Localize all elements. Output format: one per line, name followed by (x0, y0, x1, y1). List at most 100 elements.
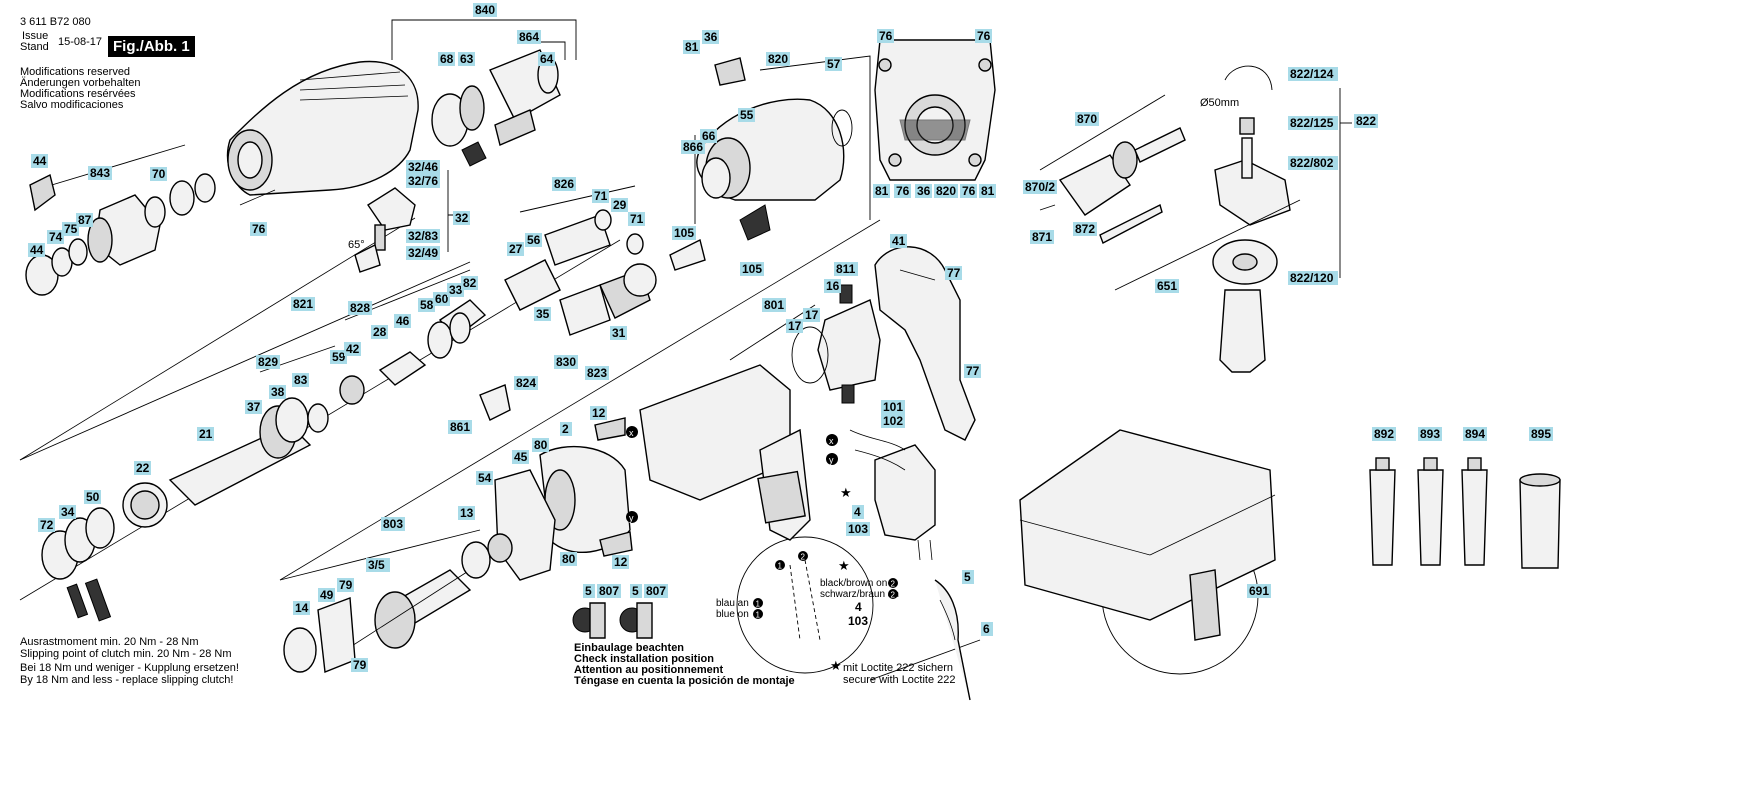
torque-line: By 18 Nm and less - replace slipping clu… (20, 674, 234, 686)
wiring-black-brown: black/brown on (820, 578, 887, 589)
svg-text:76: 76 (896, 184, 910, 198)
part-label: 105 (672, 226, 696, 240)
part-label: 31 (610, 326, 627, 340)
svg-text:41: 41 (892, 234, 906, 248)
part-label: 105 (740, 262, 764, 276)
svg-text:70: 70 (152, 167, 166, 181)
svg-text:861: 861 (450, 420, 470, 434)
svg-text:77: 77 (947, 266, 961, 280)
part-label: 691 (1247, 584, 1271, 598)
wiring-circle-2: 2 (798, 551, 808, 562)
svg-text:37: 37 (247, 400, 261, 414)
part-label: 16 (824, 279, 841, 293)
svg-text:54: 54 (478, 471, 492, 485)
svg-text:21: 21 (199, 427, 213, 441)
svg-text:32/83: 32/83 (408, 229, 438, 243)
svg-text:28: 28 (373, 325, 387, 339)
part-label: 861 (448, 420, 472, 434)
svg-text:64: 64 (540, 52, 554, 66)
torque-line: Ausrastmoment min. 20 Nm - 28 Nm (20, 636, 199, 648)
svg-text:35: 35 (536, 307, 550, 321)
part-label: 45 (512, 450, 529, 464)
part-label: 14 (293, 601, 310, 615)
svg-text:55: 55 (740, 108, 754, 122)
part-label: 83 (292, 373, 309, 387)
part-label: 22 (134, 461, 151, 475)
installation-line: Attention au positionnement (574, 664, 724, 676)
modification-line: Modifications resérvées (20, 88, 136, 100)
svg-text:63: 63 (460, 52, 474, 66)
part-label: 46 (394, 314, 411, 328)
gear-selector (239, 187, 416, 273)
part-label: 807 (644, 584, 668, 598)
part-label: 870/2 (1023, 180, 1057, 194)
wiring-blue: blue on (716, 609, 749, 620)
part-label: 822/802 (1288, 156, 1338, 170)
svg-text:5: 5 (632, 584, 639, 598)
marker-x: x (626, 426, 638, 438)
svg-text:2: 2 (801, 553, 806, 562)
part-label: 32/46 (406, 160, 440, 174)
svg-text:22: 22 (136, 461, 150, 475)
motor-housing (639, 364, 811, 541)
part-label: 102 (881, 414, 905, 428)
part-label: 63 (458, 52, 475, 66)
torque-line: Slipping point of clutch min. 20 Nm - 28… (20, 648, 232, 660)
marker-y: y (626, 511, 638, 523)
svg-text:44: 44 (33, 154, 47, 168)
impact-mechanism (431, 49, 561, 167)
svg-text:75: 75 (64, 222, 78, 236)
svg-text:46: 46 (396, 314, 410, 328)
part-label: 68 (438, 52, 455, 66)
part-label: 49 (318, 588, 335, 602)
installation-line: Téngase en cuenta la posición de montaje (574, 675, 795, 687)
part-label: 830 (554, 355, 578, 369)
issue-label: Issue (22, 30, 49, 42)
part-label: 37 (245, 400, 262, 414)
loctite-line: mit Loctite 222 sichern (843, 662, 954, 674)
svg-text:822: 822 (1356, 114, 1376, 128)
part-label: 894 (1463, 427, 1487, 441)
svg-text:2: 2 (891, 591, 896, 600)
part-label: 44 (28, 243, 45, 257)
svg-text:82: 82 (463, 276, 477, 290)
part-label: 74 (47, 230, 64, 244)
part-label: 50 (84, 490, 101, 504)
part-label: 12 (612, 555, 629, 569)
cable (917, 539, 971, 701)
part-label: 76 (960, 184, 977, 198)
svg-text:32/46: 32/46 (408, 160, 438, 174)
part-label: 80 (532, 438, 549, 452)
armature (283, 533, 513, 673)
part-label: 41 (890, 234, 907, 248)
svg-text:44: 44 (30, 243, 44, 257)
svg-text:2: 2 (891, 580, 896, 589)
part-label: 843 (88, 166, 112, 180)
svg-text:29: 29 (613, 198, 627, 212)
svg-text:871: 871 (1032, 230, 1052, 244)
svg-text:34: 34 (61, 505, 75, 519)
svg-text:1: 1 (756, 611, 761, 620)
part-label: 820 (766, 52, 790, 66)
svg-text:76: 76 (879, 29, 893, 43)
star-marker: ★ (838, 559, 850, 574)
loctite-line: secure with Loctite 222 (843, 674, 956, 686)
hammer-housing (226, 60, 419, 196)
part-label: 79 (351, 658, 368, 672)
svg-text:y: y (629, 513, 634, 523)
part-label: 2 (560, 422, 572, 436)
svg-text:101: 101 (883, 400, 903, 414)
part-label: 55 (738, 108, 755, 122)
svg-text:824: 824 (516, 376, 536, 390)
part-label: 57 (825, 57, 842, 71)
drill-chuck (1039, 127, 1186, 244)
svg-text:651: 651 (1157, 279, 1177, 293)
svg-text:71: 71 (630, 212, 644, 226)
svg-text:12: 12 (592, 406, 606, 420)
svg-text:807: 807 (646, 584, 666, 598)
part-label: 32/76 (406, 174, 440, 188)
svg-text:1: 1 (778, 562, 783, 571)
svg-text:6: 6 (983, 622, 990, 636)
part-label: 872 (1073, 222, 1097, 236)
part-label: 71 (592, 189, 609, 203)
